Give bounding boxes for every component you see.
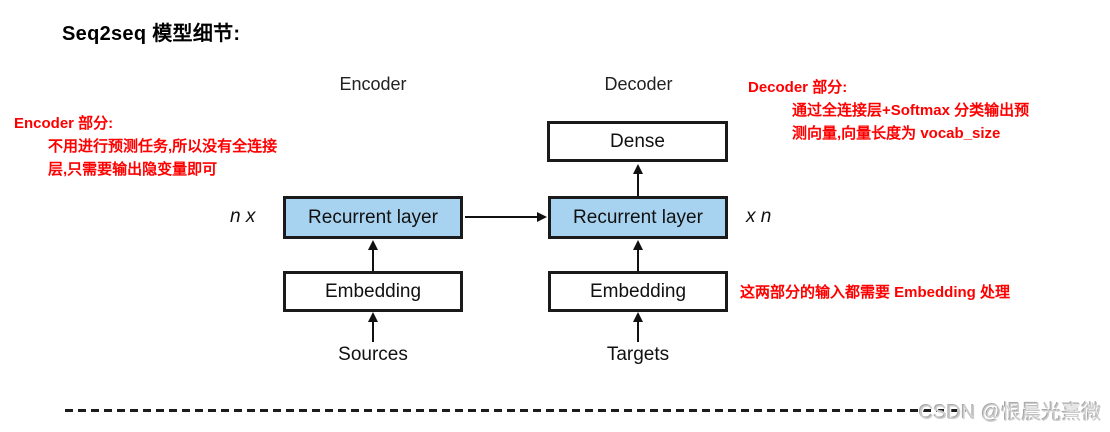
arrow-up-sources-to-embedding-icon — [367, 312, 379, 342]
arrow-right-encoder-to-decoder-icon — [465, 212, 547, 222]
decoder-note-line-2: 测向量,向量长度为 vocab_size — [792, 125, 1001, 142]
decoder-recurrent-box: Recurrent layer — [548, 196, 728, 239]
arrow-up-embedding-to-recurrent-decoder-icon — [632, 240, 644, 271]
dense-box: Dense — [547, 121, 728, 162]
encoder-note-heading: Encoder 部分: — [14, 115, 114, 132]
encoder-column-label: Encoder — [339, 74, 407, 94]
decoder-repeat-multiplier: x n — [746, 206, 772, 227]
csdn-watermark: CSDN @恨晨光熹微 — [919, 402, 1102, 424]
decoder-embedding-box: Embedding — [548, 271, 728, 312]
targets-label: Targets — [606, 344, 670, 365]
decoder-note-line-1: 通过全连接层+Softmax 分类输出预 — [792, 102, 1030, 119]
encoder-note-line-1: 不用进行预测任务,所以没有全连接 — [48, 138, 278, 155]
page-title: Seq2seq 模型细节: — [62, 23, 241, 45]
encoder-recurrent-box: Recurrent layer — [283, 196, 463, 239]
dashed-divider — [65, 409, 966, 412]
arrow-up-embedding-to-recurrent-encoder-icon — [367, 240, 379, 271]
arrow-up-targets-to-embedding-icon — [632, 312, 644, 342]
decoder-column-label: Decoder — [604, 74, 673, 94]
embedding-note: 这两部分的输入都需要 Embedding 处理 — [740, 284, 1011, 301]
encoder-embedding-box: Embedding — [283, 271, 463, 312]
decoder-note-heading: Decoder 部分: — [748, 79, 848, 96]
arrow-up-recurrent-to-dense-icon — [632, 164, 644, 196]
encoder-repeat-multiplier: n x — [230, 206, 256, 227]
sources-label: Sources — [338, 344, 408, 365]
encoder-note-line-2: 层,只需要输出隐变量即可 — [48, 161, 218, 178]
